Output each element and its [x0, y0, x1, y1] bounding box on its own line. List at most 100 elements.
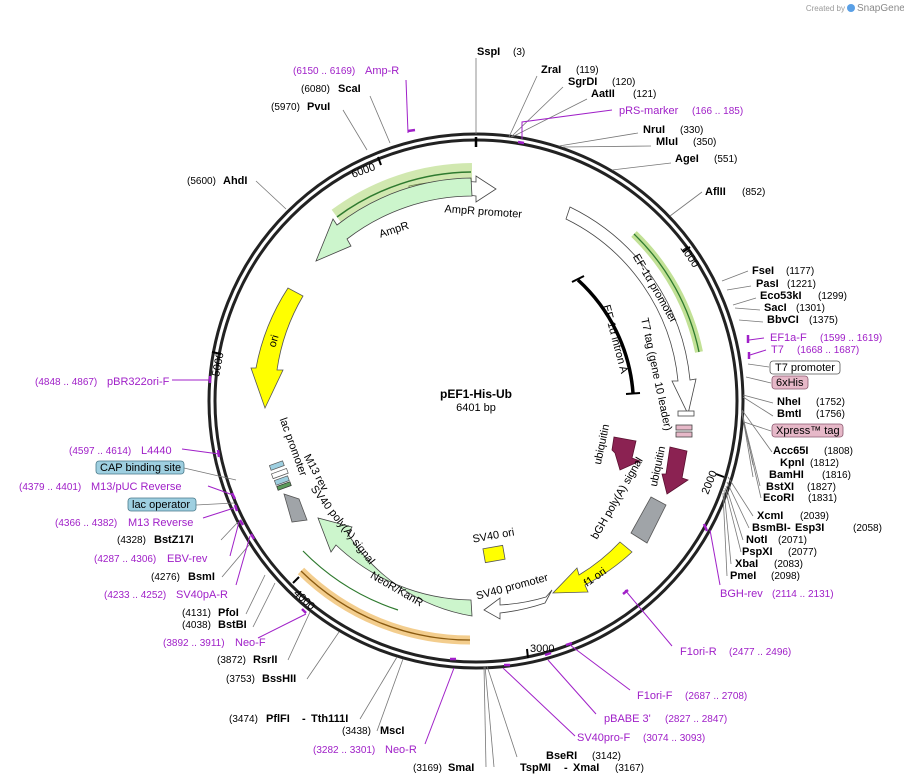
enzyme-label[interactable]: TspMI	[520, 762, 551, 774]
svg-text:(4379 .. 4401): (4379 .. 4401)	[19, 482, 81, 493]
enzyme-label[interactable]: BssHII	[262, 673, 296, 685]
enzyme-label[interactable]: BbvCI	[767, 314, 799, 326]
sv40-promoter-feature[interactable]	[483, 589, 553, 620]
enzyme-label[interactable]: EcoRI	[763, 492, 794, 504]
enzyme-label[interactable]: SspI	[477, 46, 500, 58]
enzyme-label[interactable]: AgeI	[675, 153, 699, 165]
plasmid-size: 6401 bp	[456, 402, 496, 414]
primer-label[interactable]: Neo-F	[235, 637, 266, 649]
enzyme-label[interactable]: AhdI	[223, 175, 247, 187]
cap-site-box[interactable]	[95, 460, 185, 475]
primer-label[interactable]: Neo-R	[385, 744, 417, 756]
lac-operator-feature[interactable]	[273, 475, 290, 486]
ubiquitin-feature-1[interactable]	[611, 436, 642, 471]
enzyme-label[interactable]: BstZ17I	[154, 534, 194, 546]
enzyme-label[interactable]: AatII	[591, 88, 615, 100]
t7-promoter-box[interactable]	[769, 360, 841, 375]
bgh-polya-feature[interactable]	[630, 496, 667, 544]
primer-label[interactable]: F1ori-R	[680, 646, 717, 658]
neor-kanr-feature[interactable]	[317, 517, 473, 617]
primer-label[interactable]: pRS-marker	[619, 105, 679, 117]
cap-site-feature[interactable]	[268, 460, 285, 471]
enzyme-label[interactable]: SgrDI	[568, 76, 597, 88]
enzyme-label[interactable]: MscI	[380, 725, 404, 737]
svg-text:Esp3I[interactable]: Esp3I	[795, 522, 824, 534]
enzyme-label[interactable]: BstXI	[766, 481, 794, 493]
lac-promoter-label: lac promoter	[277, 416, 309, 478]
enzyme-label[interactable]: NotI	[746, 534, 767, 546]
primer-label[interactable]: Amp-R	[365, 65, 399, 77]
ampr-feature[interactable]	[315, 177, 473, 262]
enzyme-label[interactable]: XcmI	[757, 510, 783, 522]
enzyme-label[interactable]: XbaI	[735, 558, 758, 570]
primer-label[interactable]: pBR322ori-F	[107, 376, 170, 388]
svg-text:(3474): (3474)	[229, 714, 258, 725]
sv40-ori-feature[interactable]	[482, 544, 506, 564]
ubiquitin-feature-2[interactable]	[661, 446, 689, 495]
svg-text:(2687 .. 2708): (2687 .. 2708)	[685, 691, 747, 702]
enzyme-label[interactable]: BsmBI	[752, 522, 787, 534]
primer-label[interactable]: T7	[771, 344, 784, 356]
enzyme-label[interactable]: MluI	[656, 136, 678, 148]
primer-label[interactable]: M13/pUC Reverse	[91, 481, 181, 493]
primer-label[interactable]: pBABE 3'	[604, 713, 651, 725]
enzyme-label[interactable]: PfoI	[218, 607, 239, 619]
enzyme-label[interactable]: BstBI	[218, 619, 247, 631]
ori-label: ori	[267, 334, 282, 349]
enzyme-label[interactable]: PasI	[756, 278, 779, 290]
enzyme-label[interactable]: ZraI	[541, 64, 561, 76]
primer-label[interactable]: SV40pro-F	[577, 732, 630, 744]
lac-promoter-feature[interactable]	[271, 467, 289, 480]
svg-text:XmaI[interactable]: XmaI	[573, 762, 599, 774]
enzyme-label[interactable]: AflII	[705, 186, 726, 198]
sv40-polya-feature[interactable]	[283, 493, 308, 523]
ori-feature[interactable]	[250, 287, 304, 410]
xpress-feature[interactable]	[675, 431, 693, 438]
enzyme-label[interactable]: KpnI	[780, 457, 804, 469]
xpress-box[interactable]	[771, 423, 844, 438]
primer-label[interactable]: EBV-rev	[167, 553, 208, 565]
primer-label[interactable]: L4440	[141, 445, 172, 457]
enzyme-label[interactable]: PflFI	[266, 713, 290, 725]
primer-label[interactable]: M13 Reverse	[128, 517, 193, 529]
primer-label[interactable]: F1ori-F	[637, 690, 673, 702]
svg-text:(1375): (1375)	[809, 315, 838, 326]
enzyme-label[interactable]: NruI	[643, 124, 665, 136]
sixhis-box[interactable]	[771, 375, 809, 390]
m13-rev-feature[interactable]	[276, 481, 292, 491]
svg-text:Tth111I[interactable]: Tth111I	[311, 713, 348, 725]
svg-text:(3167): (3167)	[615, 763, 644, 774]
f1-ori-feature[interactable]	[552, 541, 633, 594]
svg-text:(2058): (2058)	[853, 523, 882, 534]
enzyme-label[interactable]: NheI	[777, 396, 801, 408]
enzyme-label[interactable]: PvuI	[307, 101, 330, 113]
ef1a-intron-feature[interactable]	[576, 278, 635, 394]
svg-text:(4276): (4276)	[151, 572, 180, 583]
primer-label[interactable]: EF1a-F	[770, 332, 807, 344]
enzyme-label[interactable]: FseI	[752, 265, 774, 277]
enzyme-label[interactable]: PspXI	[742, 546, 773, 558]
enzyme-label[interactable]: PmeI	[730, 570, 756, 582]
svg-text:(121): (121)	[633, 89, 656, 100]
sixhis-feature[interactable]	[675, 424, 693, 431]
enzyme-label[interactable]: Acc65I	[773, 445, 808, 457]
enzyme-label[interactable]: SmaI	[448, 762, 474, 774]
svg-text:(1221): (1221)	[787, 279, 816, 290]
enzyme-label[interactable]: BseRI	[546, 750, 577, 762]
primer-label[interactable]: SV40pA-R	[176, 589, 228, 601]
svg-text:(2077): (2077)	[788, 547, 817, 558]
enzyme-label[interactable]: BsmI	[188, 571, 215, 583]
t7-promoter-feature[interactable]	[677, 410, 695, 417]
svg-text:(2071): (2071)	[778, 535, 807, 546]
enzyme-label[interactable]: ScaI	[338, 83, 361, 95]
enzyme-label[interactable]: SacI	[764, 302, 787, 314]
enzyme-label[interactable]: Eco53kI	[760, 290, 802, 302]
primer-label[interactable]: BGH-rev	[720, 588, 763, 600]
boxed-labels: T7 promoter 6xHis Xpress™ tag CAP bindin…	[95, 360, 844, 512]
enzyme-label[interactable]: BamHI	[769, 469, 804, 481]
lac-operator-box[interactable]	[127, 497, 197, 512]
enzyme-label[interactable]: BmtI	[777, 408, 801, 420]
svg-text:(1301): (1301)	[796, 303, 825, 314]
enzyme-label[interactable]: RsrII	[253, 654, 277, 666]
